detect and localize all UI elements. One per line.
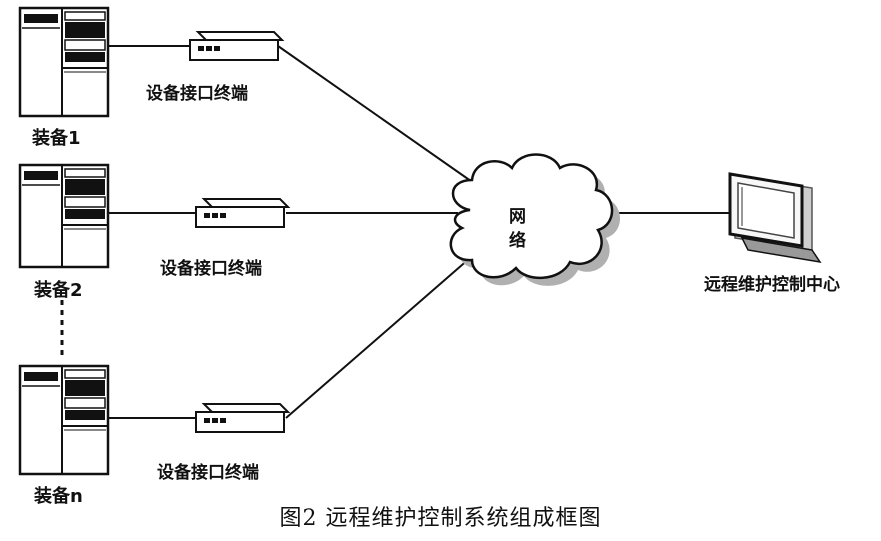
terminal-2-label: 设备接口终端	[160, 259, 262, 279]
figure-caption: 图2 远程维护控制系统组成框图	[279, 506, 602, 531]
terminal-n-label: 设备接口终端	[157, 463, 259, 483]
link-terminal-1-to-network	[277, 45, 479, 187]
equipment-n-label: 装备n	[34, 486, 83, 507]
link-terminal-n-to-network	[285, 257, 471, 419]
equipment-rack-1	[18, 6, 110, 118]
control-center-label: 远程维护控制中心	[704, 275, 840, 295]
connections	[108, 45, 738, 419]
interface-terminal-n	[195, 403, 291, 433]
equipment-2-label: 装备2	[34, 280, 83, 301]
network-label-line2: 络	[509, 231, 526, 251]
interface-terminal-2	[195, 198, 291, 228]
control-center-monitor-icon	[728, 172, 822, 264]
terminal-1-label: 设备接口终端	[146, 84, 248, 104]
equipment-1-label: 装备1	[32, 128, 81, 149]
network-label-line1: 网	[509, 207, 526, 227]
equipment-rack-n	[18, 364, 110, 476]
equipment-rack-2	[18, 163, 110, 269]
network-cloud-icon	[449, 153, 621, 286]
interface-terminal-1	[189, 31, 285, 61]
